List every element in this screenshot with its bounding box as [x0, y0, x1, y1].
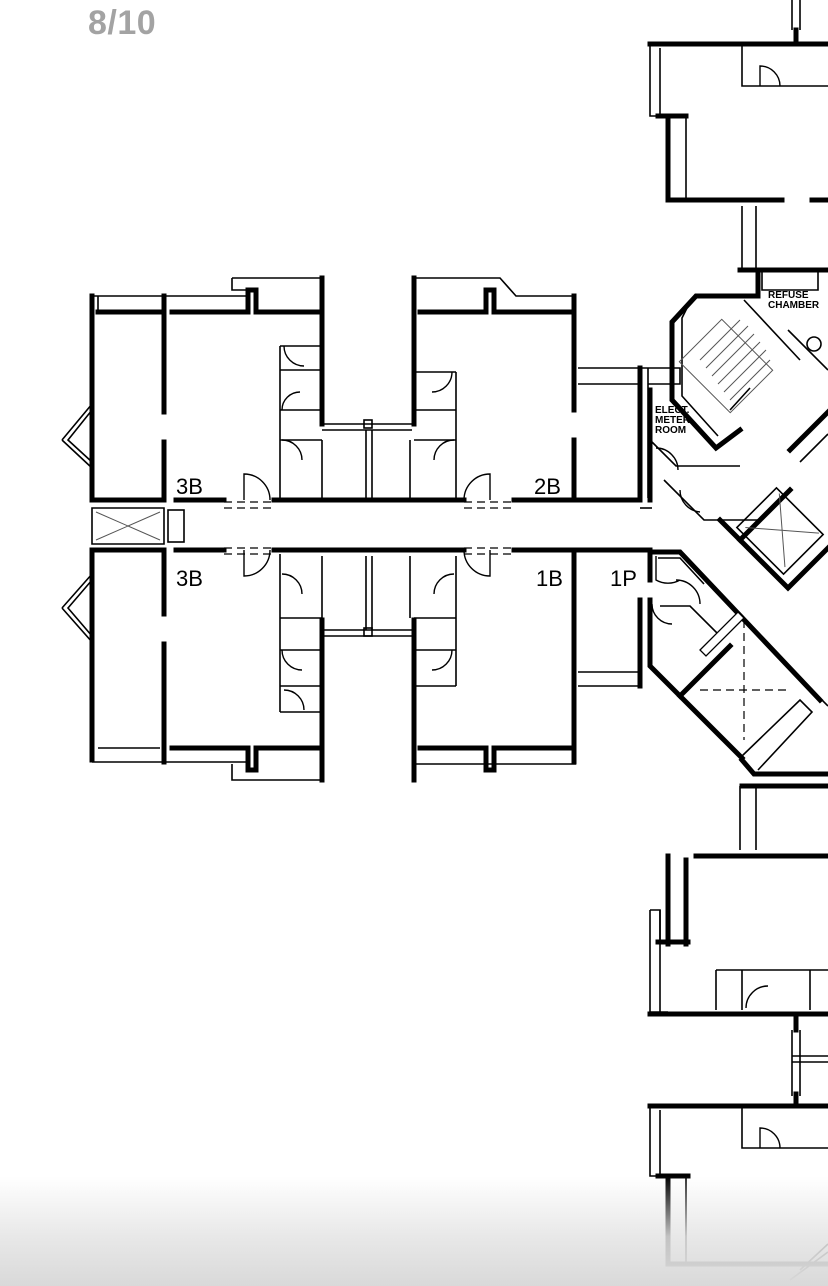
elect-meter-room-label-1: ELECT.: [655, 405, 690, 416]
corridor: [91, 507, 652, 545]
unit-label-1p: 1P: [610, 566, 637, 591]
unit-label-3b-top: 3B: [176, 474, 203, 499]
unit-label-2b: 2B: [534, 474, 561, 499]
unit-label-1b: 1B: [536, 566, 563, 591]
unit-label-3b-bottom: 3B: [176, 566, 203, 591]
bottom-right-wing: [647, 1091, 828, 1281]
page-counter: 8/10: [88, 4, 157, 42]
mid-right-wing: [647, 783, 828, 1096]
upper-units: [61, 275, 643, 509]
top-right-wing: [647, 0, 828, 268]
core: [637, 267, 828, 592]
elect-meter-room-label-3: ROOM: [655, 425, 686, 436]
refuse-chamber-label-1: REFUSE: [768, 290, 809, 301]
refuse-chamber-label-2: CHAMBER: [768, 300, 820, 311]
elect-meter-room-label-2: METER: [655, 415, 691, 426]
lower-units: [61, 547, 828, 783]
